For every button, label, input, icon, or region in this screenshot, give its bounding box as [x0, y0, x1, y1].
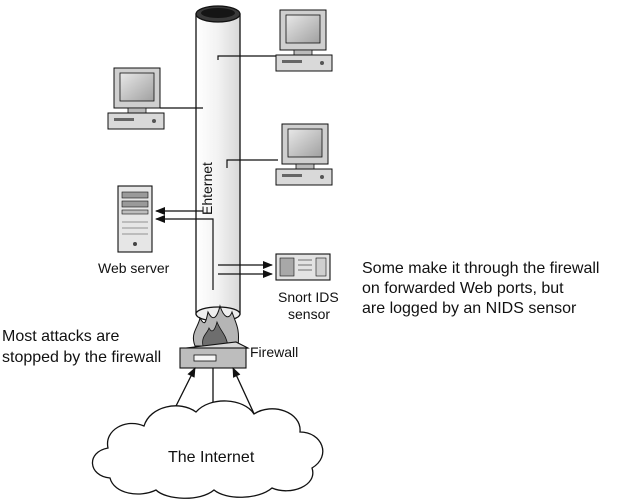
- ethernet-backbone: Ehternet: [195, 5, 241, 322]
- through-annotation-line1: Some make it through the firewall: [362, 260, 599, 277]
- firewall-icon: [179, 341, 250, 369]
- web-server-traffic-arrows: [155, 207, 214, 290]
- snort-label-line1: Snort IDS: [278, 289, 339, 305]
- attacks-annotation-line1: Most attacks are: [2, 328, 119, 345]
- ethernet-label: Ehternet: [199, 162, 215, 215]
- attacks-annotation-line2: stopped by the firewall: [2, 349, 161, 366]
- server-icon: [117, 185, 153, 253]
- workstation-links: [160, 55, 278, 168]
- through-annotation-line2: on forwarded Web ports, but: [362, 280, 564, 297]
- flame-icon: [192, 304, 239, 347]
- firewall-label: Firewall: [250, 344, 298, 360]
- workstation-icon: [275, 123, 333, 186]
- internet-label: The Internet: [168, 449, 255, 466]
- workstation-icon: [107, 67, 165, 130]
- snort-label-line2: sensor: [288, 306, 330, 322]
- web-server-label: Web server: [98, 260, 170, 276]
- workstation-icon: [275, 9, 333, 72]
- ids-sensor-icon: [275, 253, 331, 281]
- cloud-icon: [91, 400, 324, 499]
- ids-traffic-arrows: [218, 261, 273, 278]
- through-annotation-line3: are logged by an NIDS sensor: [362, 300, 577, 317]
